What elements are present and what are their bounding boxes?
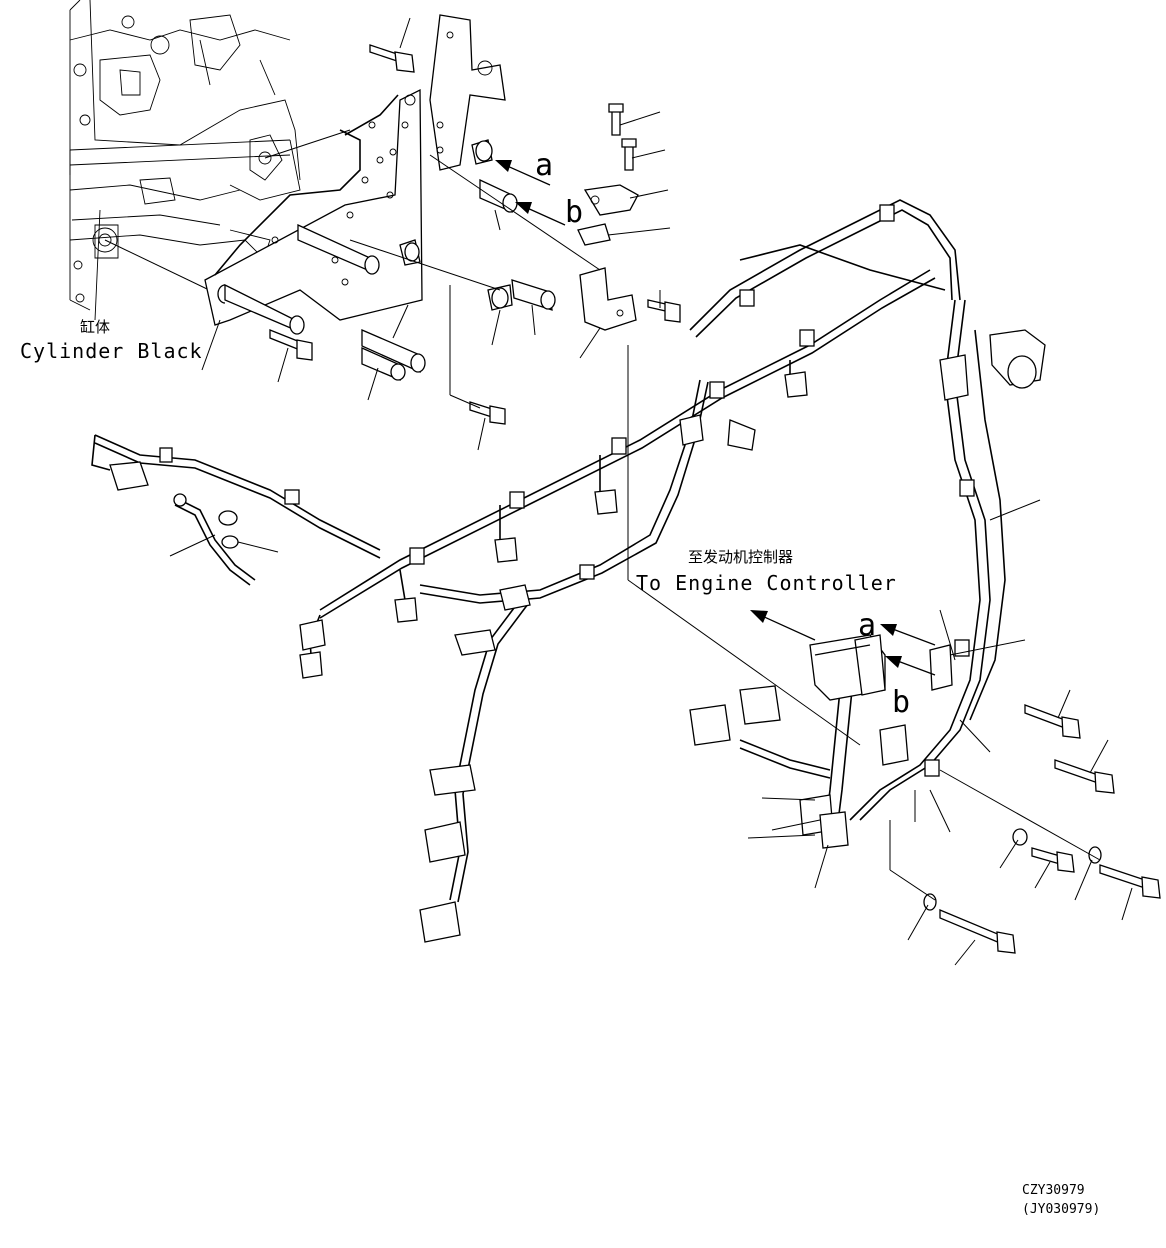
side-bracket bbox=[429, 14, 506, 171]
view-letter-b-bottom: b bbox=[892, 685, 910, 720]
mounting-bracket-plate bbox=[204, 88, 423, 326]
cylinder-label-cn: 缸体 bbox=[80, 318, 110, 336]
drawing-code: CZY30979 bbox=[1022, 1183, 1085, 1198]
harness-connectors bbox=[109, 329, 1046, 943]
controller-label-en: To Engine Controller bbox=[636, 571, 897, 595]
view-arrows bbox=[495, 160, 936, 676]
spacer-tubes bbox=[217, 139, 637, 381]
view-letter-b-top: b bbox=[565, 195, 583, 230]
view-letter-a-top: a bbox=[535, 148, 553, 183]
cylinder-block-drawing bbox=[69, 0, 351, 321]
drawing-code-alt: (JY030979) bbox=[1022, 1202, 1100, 1217]
bolts-bottom bbox=[923, 704, 1161, 954]
ground-strap bbox=[173, 493, 256, 586]
view-letter-a-bottom: a bbox=[858, 608, 876, 643]
leader-lines bbox=[169, 17, 1133, 966]
main-wiring-harness bbox=[91, 199, 1006, 903]
cylinder-label-en: Cylinder Black bbox=[20, 339, 203, 363]
controller-label-cn: 至发动机控制器 bbox=[688, 548, 793, 566]
